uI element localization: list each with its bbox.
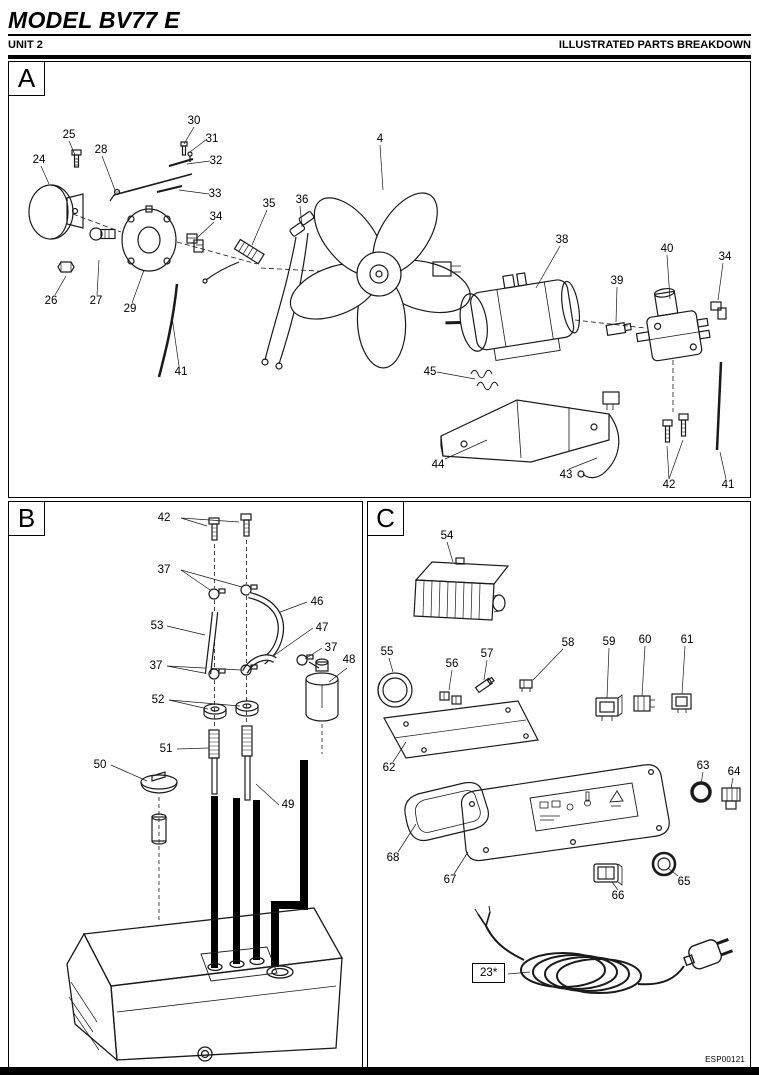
clamp-37b-illustration [296, 654, 320, 669]
page-title: MODEL BV77 E [8, 7, 180, 33]
bolts-42b-illustration [208, 513, 252, 541]
bolt-25-illustration [71, 149, 82, 168]
hose-46-illustration [248, 591, 285, 665]
subtitle: ILLUSTRATED PARTS BREAKDOWN [558, 39, 751, 51]
button-65-illustration [651, 851, 677, 877]
pin-57-illustration [474, 676, 495, 694]
switch-60-illustration [633, 695, 655, 712]
panel-a-art [28, 126, 727, 480]
callout-23-box: 23* [472, 963, 506, 983]
hose-47-illustration [242, 654, 277, 674]
panel-a-leader-lines [40, 126, 727, 480]
panel-b-label: B [9, 502, 45, 536]
panel-b-axis-lines [158, 540, 323, 922]
fuel-tank-illustration [66, 907, 344, 1062]
nut-26-illustration [57, 261, 75, 273]
clamps-37c-illustration [208, 664, 258, 680]
fan-illustration [289, 192, 471, 369]
connector-61-illustration [671, 693, 692, 713]
panel-c-art [377, 541, 741, 994]
screws-30-33-illustration [156, 141, 194, 193]
springs-45-illustration [470, 369, 499, 391]
control-panel-67-illustration [460, 764, 670, 862]
motor-38-illustration [445, 272, 581, 362]
thick-rule [8, 55, 751, 59]
panel-c-leader-lines [388, 541, 734, 975]
fitting-39-illustration [605, 321, 632, 337]
panel-a: A [8, 61, 751, 498]
panel-b: B [8, 501, 363, 1069]
canister-55-illustration [377, 672, 413, 708]
bolts-42-illustration [662, 413, 689, 443]
panel-b-leader-lines [110, 517, 348, 806]
electrode-35-illustration [202, 238, 265, 284]
relay-59-illustration [595, 694, 623, 721]
cable-43-illustration [577, 413, 620, 479]
title-rule [8, 34, 751, 36]
tubes-41-illustration [157, 283, 723, 451]
filter-48-illustration [305, 658, 339, 722]
clip-58-illustration [519, 679, 533, 692]
clamps-37a-illustration [208, 584, 258, 600]
elbow-34a-illustration [186, 233, 204, 253]
page-bottom-bar [0, 1067, 759, 1075]
lever-rod-illustration [109, 173, 193, 202]
pump-40-illustration [635, 287, 711, 362]
flange-29-illustration [121, 205, 177, 272]
control-box-54-illustration [413, 557, 510, 621]
drawing-code: ESP00121 [705, 1055, 745, 1064]
ring-63-illustration [690, 781, 712, 803]
fuel-cap-50-illustration [140, 771, 178, 845]
fan-mount-illustration [432, 261, 461, 277]
end-cap-illustration [28, 184, 84, 240]
unit-label: UNIT 2 [8, 39, 43, 51]
bracket-44-illustration [440, 391, 620, 463]
fuel-pipes-illustration [211, 760, 308, 968]
panel-c-label: C [368, 502, 404, 536]
hose-53-illustration [204, 611, 219, 675]
grommets-52-illustration [203, 700, 259, 720]
panel-c: C [367, 501, 751, 1069]
elbow-34b-illustration [710, 301, 727, 320]
plug-27-illustration [89, 227, 116, 241]
fitting-64-illustration [721, 787, 741, 810]
subheader: UNIT 2 ILLUSTRATED PARTS BREAKDOWN [8, 36, 751, 55]
gasket-68-illustration [404, 781, 490, 842]
clips-56-illustration [439, 691, 462, 705]
power-cord-illustration [474, 905, 733, 994]
rocker-switch-66-illustration [593, 863, 623, 886]
panel-a-label: A [9, 62, 45, 96]
panel-b-art [66, 513, 348, 1062]
pickup-tubes-illustration [208, 725, 253, 801]
plate-62-illustration [383, 700, 539, 759]
